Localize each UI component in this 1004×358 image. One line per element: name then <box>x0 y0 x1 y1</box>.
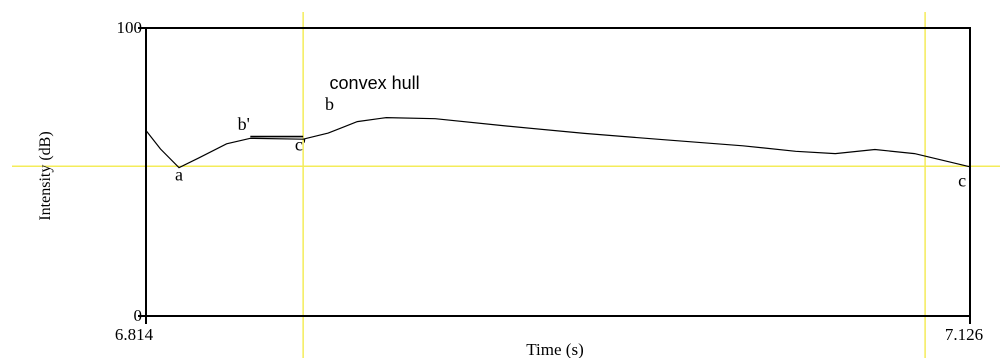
annotation-label: b' <box>238 114 250 134</box>
x-axis-label: Time (s) <box>526 340 583 358</box>
x-tick-label-min: 6.814 <box>115 325 154 344</box>
series-group <box>145 116 971 169</box>
annotation-label: a <box>175 164 183 184</box>
y-tick-label-max: 100 <box>117 18 143 37</box>
x-tick-label-max: 7.126 <box>945 325 983 344</box>
annotation-label: c' <box>295 134 306 154</box>
annotation-label: convex hull <box>330 73 420 93</box>
reference-lines <box>12 12 1000 358</box>
axis-ticks <box>138 27 971 324</box>
plot-frame <box>145 27 971 317</box>
y-tick-label-min: 0 <box>134 306 143 325</box>
annotation-label: c <box>958 170 966 190</box>
intensity-line <box>145 116 971 169</box>
y-axis-label: Intensity (dB) <box>37 131 54 220</box>
annotation-label: b <box>325 94 334 114</box>
annotations: convex hull a b' c' b c <box>175 73 966 191</box>
